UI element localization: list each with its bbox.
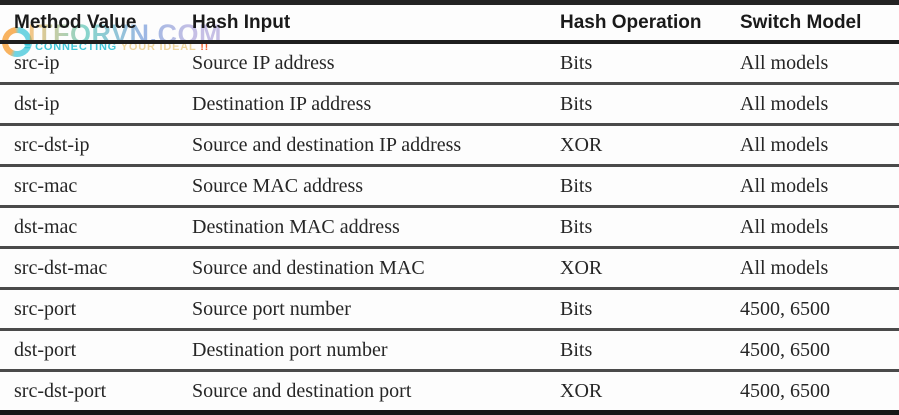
cell-hash-operation: Bits — [546, 206, 726, 249]
cell-switch-model: All models — [726, 124, 899, 167]
table-row: dst-ip Destination IP address Bits All m… — [0, 83, 899, 126]
table-row: src-port Source port number Bits 4500, 6… — [0, 288, 899, 331]
cell-switch-model: All models — [726, 247, 899, 290]
column-header-method-value: Method Value — [0, 2, 178, 44]
cell-switch-model: All models — [726, 42, 899, 85]
cell-switch-model: All models — [726, 83, 899, 126]
cell-hash-operation: Bits — [546, 165, 726, 208]
cell-hash-input: Destination MAC address — [178, 206, 546, 249]
column-header-hash-operation: Hash Operation — [546, 2, 726, 44]
table-row: src-mac Source MAC address Bits All mode… — [0, 165, 899, 208]
table-row: src-dst-mac Source and destination MAC X… — [0, 247, 899, 290]
cell-method-value: src-mac — [0, 165, 178, 208]
cell-switch-model: 4500, 6500 — [726, 370, 899, 415]
table-row: src-dst-ip Source and destination IP add… — [0, 124, 899, 167]
cell-method-value: src-port — [0, 288, 178, 331]
cell-hash-operation: XOR — [546, 124, 726, 167]
cell-method-value: src-dst-mac — [0, 247, 178, 290]
cell-hash-operation: Bits — [546, 288, 726, 331]
header-row: Method Value Hash Input Hash Operation S… — [0, 2, 899, 44]
table-row: src-ip Source IP address Bits All models — [0, 42, 899, 85]
cell-hash-operation: XOR — [546, 370, 726, 415]
cell-hash-input: Source and destination port — [178, 370, 546, 415]
cell-switch-model: 4500, 6500 — [726, 288, 899, 331]
cell-hash-operation: XOR — [546, 247, 726, 290]
cell-method-value: dst-mac — [0, 206, 178, 249]
cell-hash-operation: Bits — [546, 42, 726, 85]
cell-method-value: src-ip — [0, 42, 178, 85]
cell-switch-model: All models — [726, 165, 899, 208]
cell-method-value: dst-port — [0, 329, 178, 372]
cell-hash-input: Source MAC address — [178, 165, 546, 208]
cell-hash-input: Source port number — [178, 288, 546, 331]
cell-method-value: src-dst-ip — [0, 124, 178, 167]
cell-hash-input: Source and destination MAC — [178, 247, 546, 290]
column-header-hash-input: Hash Input — [178, 2, 546, 44]
column-header-switch-model: Switch Model — [726, 2, 899, 44]
cell-method-value: dst-ip — [0, 83, 178, 126]
cell-switch-model: All models — [726, 206, 899, 249]
table-row: dst-port Destination port number Bits 45… — [0, 329, 899, 372]
cell-switch-model: 4500, 6500 — [726, 329, 899, 372]
cell-hash-input: Destination port number — [178, 329, 546, 372]
cell-hash-input: Destination IP address — [178, 83, 546, 126]
cell-hash-input: Source IP address — [178, 42, 546, 85]
cell-hash-operation: Bits — [546, 329, 726, 372]
table-row: src-dst-port Source and destination port… — [0, 370, 899, 415]
table-row: dst-mac Destination MAC address Bits All… — [0, 206, 899, 249]
cell-hash-operation: Bits — [546, 83, 726, 126]
cell-hash-input: Source and destination IP address — [178, 124, 546, 167]
cell-method-value: src-dst-port — [0, 370, 178, 415]
